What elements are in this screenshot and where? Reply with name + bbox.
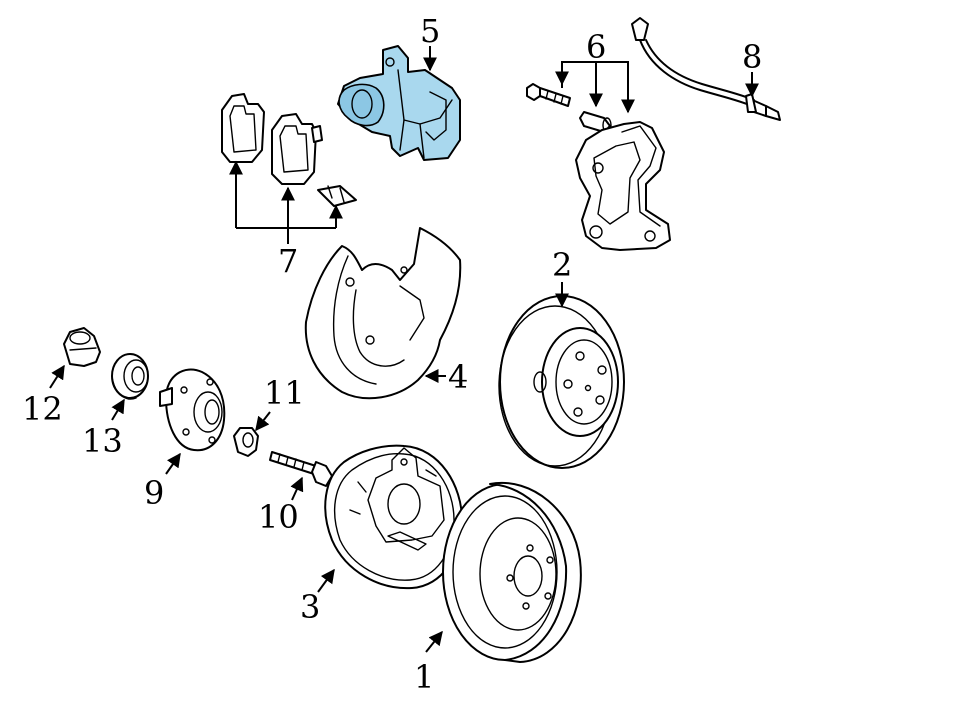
dust-cap-part[interactable] <box>63 327 101 367</box>
callout-5: 5 <box>420 12 440 50</box>
caliper-bracket-part[interactable] <box>575 121 671 251</box>
caliper-part[interactable] <box>337 45 461 161</box>
callout-7: 7 <box>278 242 298 280</box>
brake-drum-part[interactable] <box>442 481 582 663</box>
wheel-bearing-part[interactable] <box>111 353 149 400</box>
callout-3: 3 <box>300 588 320 626</box>
hub-nut-part[interactable] <box>233 427 259 457</box>
brake-pads-part[interactable] <box>221 93 357 207</box>
callout-6: 6 <box>586 28 606 66</box>
callout-8: 8 <box>742 38 762 76</box>
callout-2: 2 <box>552 246 572 284</box>
callout-13: 13 <box>82 422 123 460</box>
callout-labels: 1 2 3 4 5 6 7 8 9 10 11 12 13 <box>22 12 762 696</box>
wheel-hub-part[interactable] <box>159 368 226 452</box>
callout-12: 12 <box>22 390 63 428</box>
brake-rotor-part[interactable] <box>498 295 625 469</box>
callout-4: 4 <box>448 358 468 396</box>
backing-plate-part[interactable] <box>324 444 463 590</box>
callout-1: 1 <box>414 658 434 696</box>
leader-lines <box>49 46 759 653</box>
splash-shield-part[interactable] <box>304 227 462 400</box>
callout-9: 9 <box>144 474 164 512</box>
callout-11: 11 <box>264 374 305 412</box>
callout-10: 10 <box>258 498 299 536</box>
mounting-bolt-part[interactable] <box>269 451 333 487</box>
brake-hose-part[interactable] <box>631 17 781 121</box>
guide-pins-part[interactable] <box>526 83 612 133</box>
